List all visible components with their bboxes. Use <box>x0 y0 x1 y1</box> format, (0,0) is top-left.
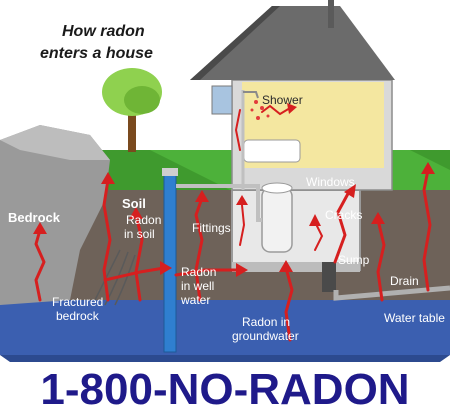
label-sump: Sump <box>338 253 370 267</box>
label-fractured-1: Fractured <box>52 295 103 309</box>
groundwater-layer <box>0 300 450 355</box>
label-fractured-2: bedrock <box>56 309 100 323</box>
radon-arrows <box>33 103 435 342</box>
label-fittings: Fittings <box>192 221 231 235</box>
chimney <box>328 0 334 28</box>
bedrock-top <box>0 125 110 160</box>
shower-head <box>243 91 259 99</box>
bedrock-slab <box>0 125 110 305</box>
radon-bubbles <box>250 100 270 120</box>
label-radon-in-soil-2: in soil <box>124 227 155 241</box>
label-water-table: Water table <box>384 311 445 325</box>
label-radon-well-1: Radon <box>181 265 216 279</box>
title-line-1: How radon <box>62 23 145 40</box>
bathtub <box>243 139 301 163</box>
basement <box>231 189 361 271</box>
basement-floor <box>232 262 360 272</box>
label-groundwater-2: groundwater <box>232 329 299 343</box>
water-heater-top <box>261 182 293 194</box>
water-heater <box>261 187 293 253</box>
label-drain: Drain <box>390 274 419 288</box>
label-radon-in-soil-1: Radon <box>126 213 161 227</box>
sump-pit <box>322 262 336 292</box>
label-radon-well-3: water <box>180 293 210 307</box>
well-cap <box>162 168 178 176</box>
label-shower: Shower <box>262 93 303 107</box>
label-soil: Soil <box>122 196 146 211</box>
groundwater-front <box>0 355 450 362</box>
phone-number: 1-800-NO-RADON <box>40 365 409 412</box>
tree-canopy-shade <box>124 86 160 114</box>
label-groundwater-1: Radon in <box>242 315 290 329</box>
label-radon-well-2: in well <box>181 279 214 293</box>
label-windows: Windows <box>306 175 355 189</box>
title-line-2: enters a house <box>40 45 153 62</box>
drain-pipe <box>333 285 450 301</box>
water-supply-pipe <box>176 184 262 222</box>
label-cracks: Cracks <box>325 208 362 222</box>
house-roof <box>190 6 395 80</box>
well-pipe <box>163 171 177 353</box>
house-roof-edge <box>190 6 280 80</box>
label-bedrock: Bedrock <box>8 210 61 225</box>
house-window <box>211 85 233 115</box>
tree-trunk <box>128 110 136 152</box>
